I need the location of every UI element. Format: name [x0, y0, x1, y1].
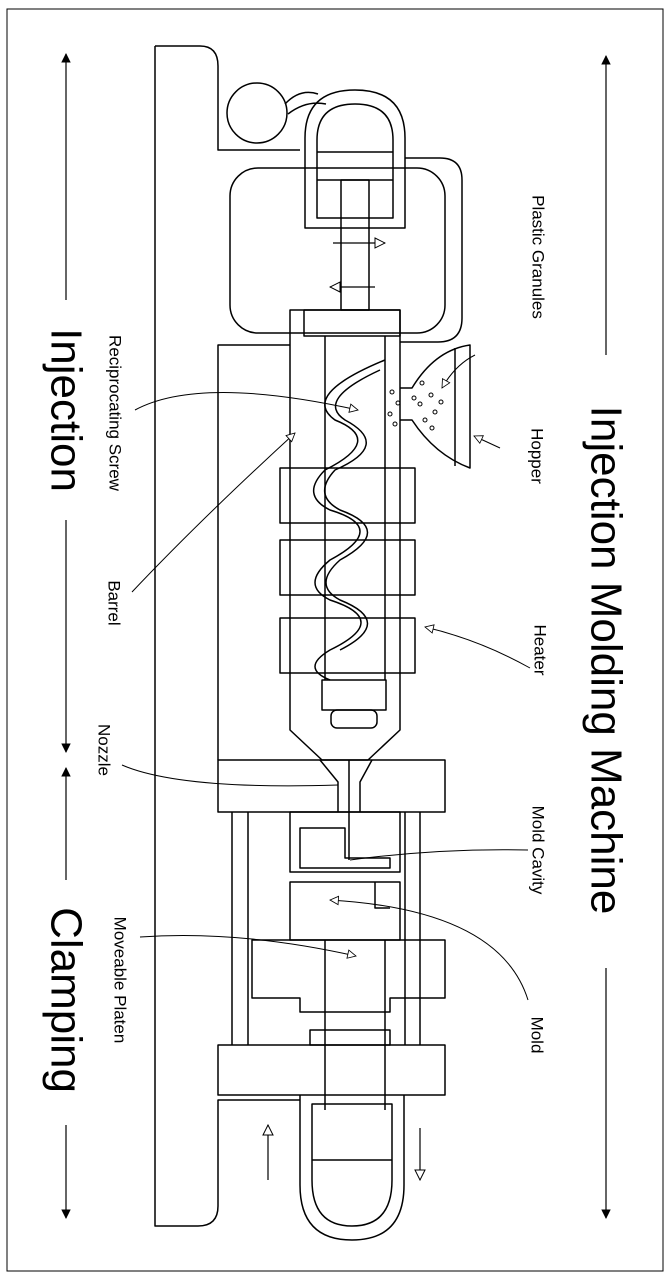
section-injection: Injection	[42, 328, 91, 492]
pressure-gauge	[227, 83, 287, 143]
top-cylinder-inner	[317, 104, 393, 218]
nozzle-cone	[320, 760, 372, 812]
leader-heater	[425, 627, 530, 668]
tie-bar-right	[405, 812, 420, 1045]
label-nozzle: Nozzle	[95, 724, 114, 776]
barrel-top-cap	[304, 310, 400, 336]
label-hopper: Hopper	[528, 428, 547, 484]
label-barrel: Barrel	[105, 580, 124, 625]
barrel-outer	[290, 310, 400, 760]
section-clamping: Clamping	[42, 907, 91, 1093]
nozzle-block	[218, 760, 445, 812]
moving-mold-half	[290, 882, 400, 940]
label-plastic-granules: Plastic Granules	[529, 195, 548, 319]
leader-hopper	[474, 436, 500, 448]
mold-cavity-shape	[300, 828, 390, 868]
hopper	[400, 345, 470, 468]
bottom-cylinder-outer	[300, 1095, 404, 1240]
hydraulic-return-line	[400, 158, 462, 342]
label-moveable-platen: Moveable Platen	[111, 917, 130, 1044]
machine-base	[155, 46, 300, 1226]
tie-bar-left	[232, 812, 248, 1045]
moveable-platen	[252, 940, 445, 1012]
granules	[388, 381, 443, 430]
leader-barrel	[132, 433, 295, 592]
screw-tip-block	[322, 680, 386, 710]
main-title: Injection Molding Machine	[582, 406, 631, 915]
hydraulic-unit	[230, 168, 445, 333]
screw-tip	[331, 710, 377, 728]
top-piston-rod	[341, 180, 369, 310]
screw-helix-shadow	[325, 370, 380, 650]
label-mold-cavity: Mold Cavity	[529, 806, 548, 895]
bottom-cylinder-inner	[312, 1104, 392, 1226]
stationary-platen	[218, 1045, 445, 1095]
heater-band-1	[280, 468, 415, 523]
leader-mold	[330, 900, 528, 1000]
label-mold: Mold	[528, 1017, 547, 1054]
outer-frame	[7, 9, 663, 1271]
clamp-ram-block	[310, 1030, 390, 1045]
label-reciprocating-screw: Reciprocating Screw	[106, 335, 125, 492]
mold-core	[375, 882, 390, 908]
label-heater: Heater	[531, 624, 550, 675]
gauge-tubes	[285, 92, 326, 114]
barrel-support	[218, 345, 290, 760]
top-cylinder-outer	[305, 90, 405, 228]
